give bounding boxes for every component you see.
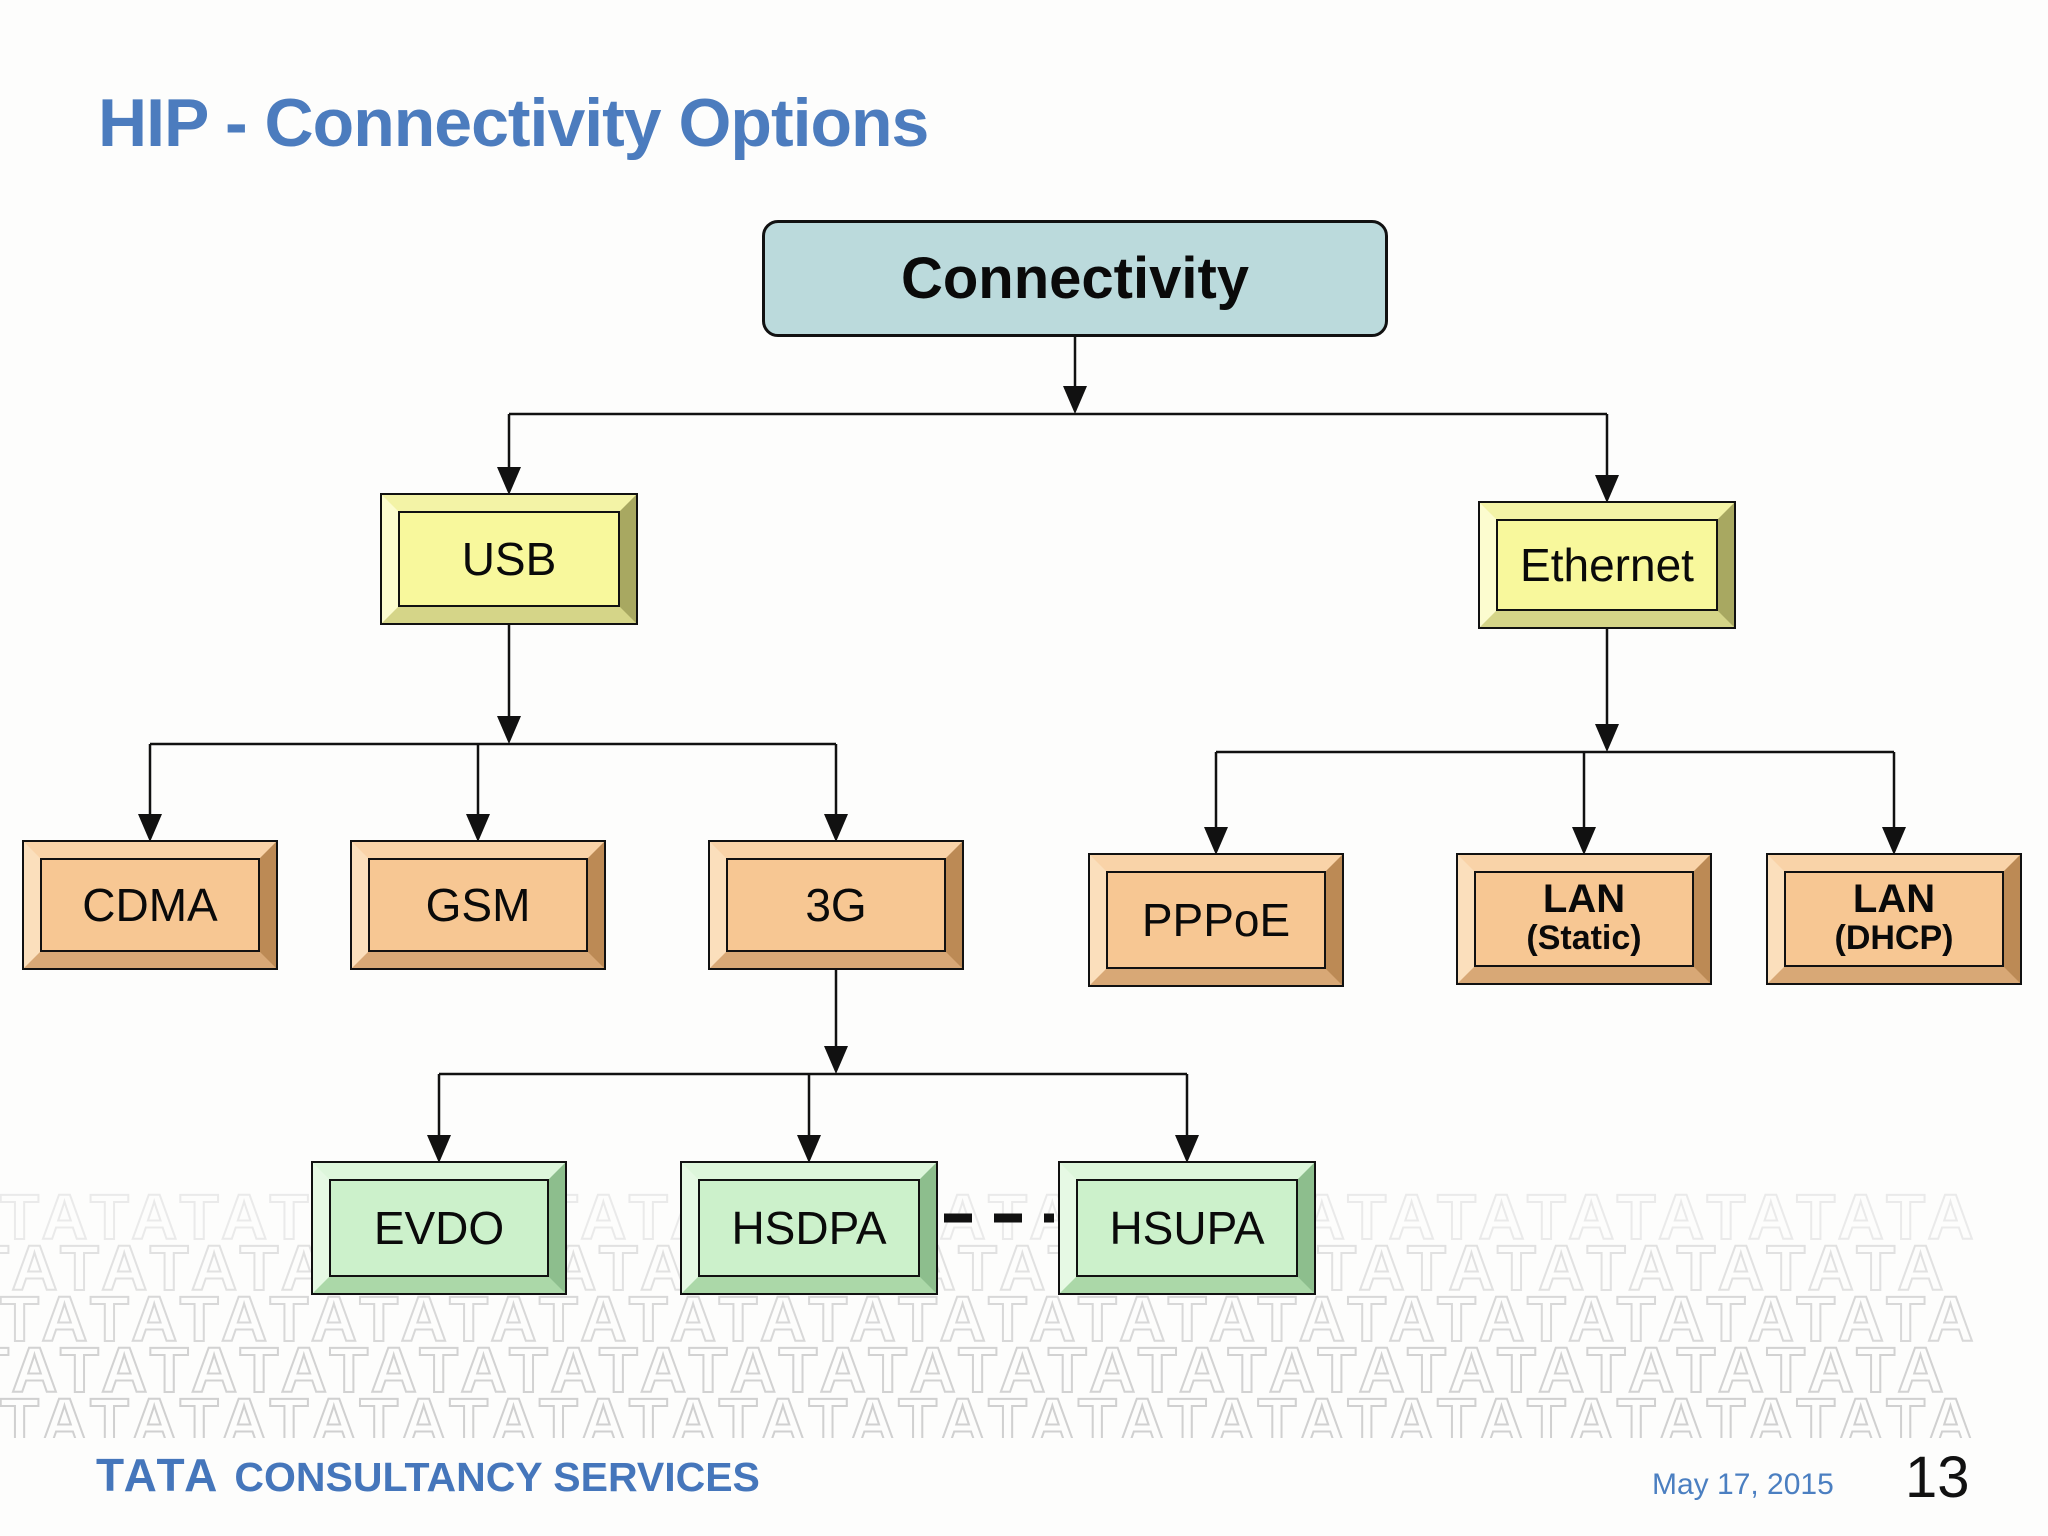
watermark-row: TATATATATATATATATATATATATATATATATATATATA… [0, 1283, 1981, 1355]
node-3g: 3G [710, 842, 962, 968]
node-lan-static: LAN (Static) [1458, 855, 1710, 983]
node-pppoe: PPPoE [1090, 855, 1342, 985]
watermark-row: TATATATATATATATATATATATATATATATATATATATA… [0, 1232, 1951, 1304]
node-ethernet: Ethernet [1480, 503, 1734, 627]
slide-date: May 17, 2015 [1652, 1468, 1834, 1501]
node-gsm-label: GSM [425, 878, 531, 931]
node-lan-dhcp-line2: (DHCP) [1834, 919, 1954, 958]
node-evdo-label: EVDO [373, 1201, 505, 1254]
node-cdma-label: CDMA [82, 878, 218, 931]
node-hsupa-label: HSUPA [1109, 1201, 1265, 1254]
node-lan-dhcp-line1: LAN [1852, 877, 1936, 922]
node-usb: USB [382, 495, 636, 623]
tata-watermark-pattern: TATATATATATATATATATATATATATATATATATATATA… [0, 1192, 2048, 1438]
tcs-logo-tata: TATA [96, 1449, 221, 1501]
page-title: HIP - Connectivity Options [98, 85, 929, 161]
tcs-logo: TATA CONSULTANCY SERVICES [96, 1448, 760, 1502]
watermark-row: TATATATATATATATATATATATATATATATATATATATA… [0, 1192, 1981, 1253]
node-hsdpa-label: HSDPA [731, 1201, 887, 1254]
node-hsdpa: HSDPA [682, 1163, 936, 1293]
node-evdo: EVDO [313, 1163, 565, 1293]
page-number: 13 [1905, 1445, 1970, 1510]
node-ethernet-label: Ethernet [1520, 538, 1694, 591]
node-usb-label: USB [461, 532, 557, 585]
node-cdma: CDMA [24, 842, 276, 968]
node-lan-dhcp: LAN (DHCP) [1768, 855, 2020, 983]
node-connectivity-label: Connectivity [900, 246, 1250, 311]
node-gsm: GSM [352, 842, 604, 968]
node-3g-label: 3G [805, 878, 867, 931]
node-pppoe-label: PPPoE [1141, 893, 1291, 946]
node-hsupa: HSUPA [1060, 1163, 1314, 1293]
watermark-row: TATATATATATATATATATATATATATATATATATATATA… [0, 1334, 1951, 1406]
watermark-row: TATATATATATATATATATATATATATATATATATATATA… [0, 1385, 1981, 1438]
node-connectivity: Connectivity [762, 220, 1388, 337]
tcs-logo-text: CONSULTANCY SERVICES [234, 1454, 760, 1500]
node-lan-static-line2: (Static) [1526, 919, 1642, 958]
node-lan-static-line1: LAN [1542, 877, 1626, 922]
